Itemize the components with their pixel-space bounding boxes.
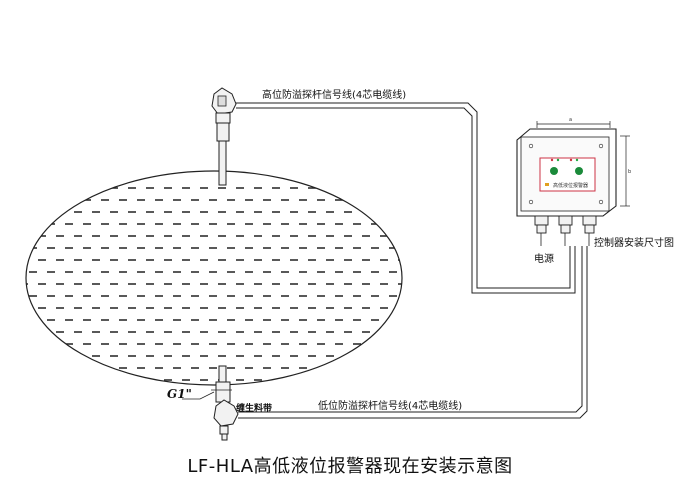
power-label: 电源 xyxy=(534,252,554,265)
cable-glands xyxy=(534,215,597,246)
controller-dims-label: 控制器安装尺寸图 xyxy=(594,236,674,249)
thread-annotation: G1" 缠生料带 xyxy=(167,387,272,414)
high-level-probe xyxy=(211,87,237,186)
thread-label: G1" xyxy=(167,387,192,401)
high-level-cable xyxy=(236,102,576,294)
green-led-left xyxy=(550,167,558,175)
panel-text: 高低液位报警器 xyxy=(553,182,588,189)
low-level-cable xyxy=(238,246,588,419)
dim-width-label: a xyxy=(569,117,572,123)
low-cable-label: 低位防溢探杆信号线(4芯电缆线) xyxy=(318,399,462,412)
tape-label: 缠生料带 xyxy=(236,402,272,414)
tank-outline xyxy=(25,170,403,386)
control-panel: 高低液位报警器 xyxy=(539,157,596,192)
low-level-probe xyxy=(211,365,239,441)
high-cable-label: 高位防溢探杆信号线(4芯电缆线) xyxy=(262,88,406,101)
diagram-title: LF-HLA高低液位报警器现在安装示意图 xyxy=(187,456,512,477)
tank xyxy=(25,170,403,386)
controller-box: a b 高低液位报警器 xyxy=(516,117,631,246)
green-led-right xyxy=(575,167,583,175)
dim-height-label: b xyxy=(628,169,631,175)
